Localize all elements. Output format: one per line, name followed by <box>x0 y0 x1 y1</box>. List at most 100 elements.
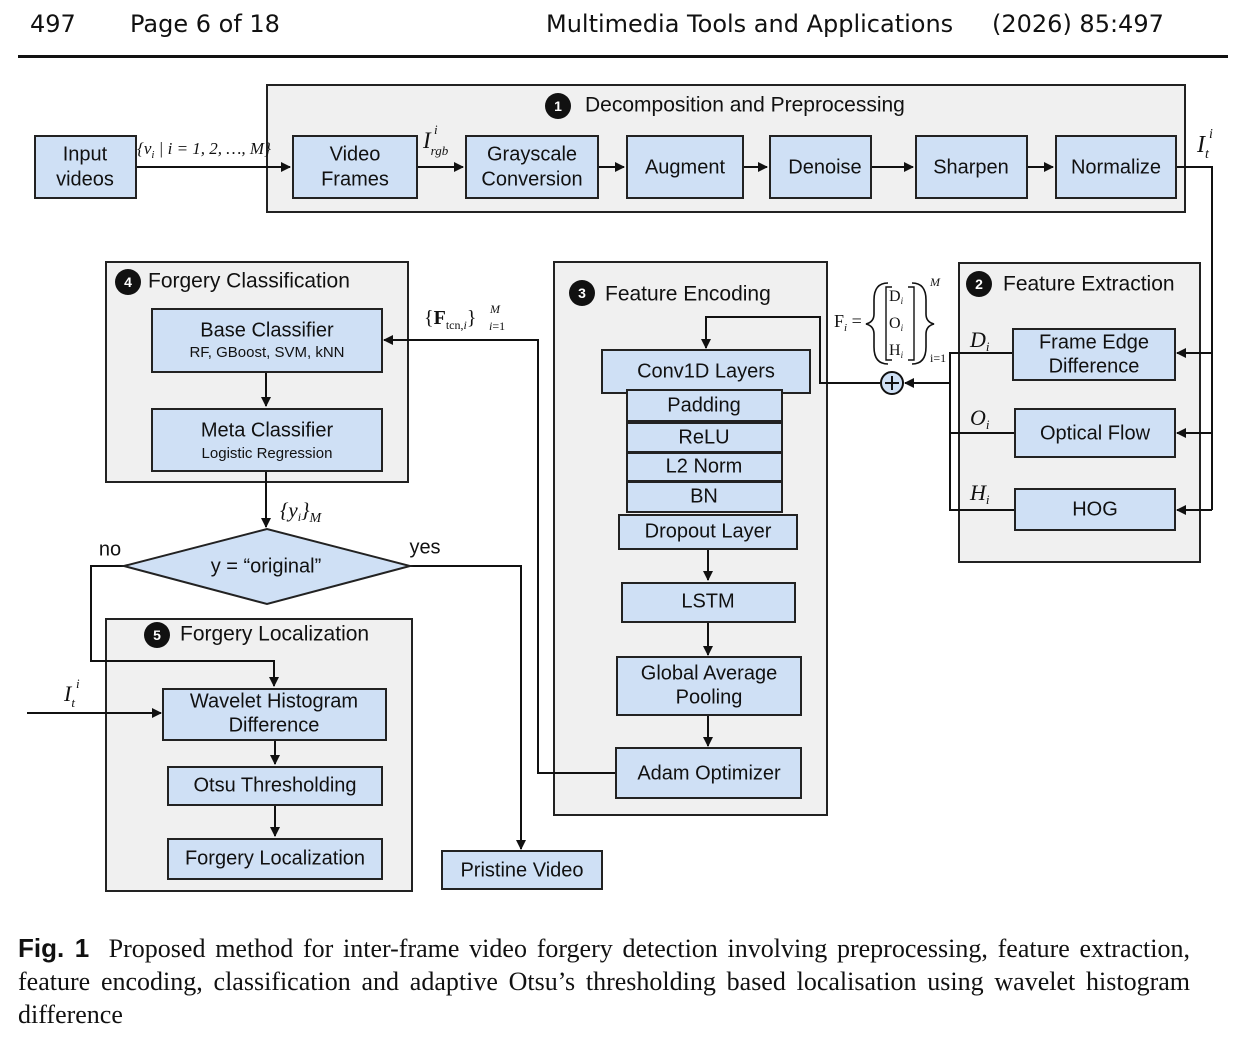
panel5-title: 5 Forgery Localization <box>144 622 369 648</box>
panel1-title-text: Decomposition and Preprocessing <box>585 94 905 117</box>
video-frames-line1: Video <box>330 143 381 165</box>
hog-label: HOG <box>1072 498 1118 520</box>
svg-text:M: M <box>929 275 941 289</box>
conv1d-box: Conv1D Layers <box>601 349 811 394</box>
it-label-left: It i <box>63 676 80 710</box>
badge-4 <box>115 269 141 295</box>
optical-flow-box: Optical Flow <box>1014 408 1176 458</box>
frame-edge-box: Frame Edge Difference <box>1012 328 1176 381</box>
connectors <box>27 162 1213 850</box>
augment-label: Augment <box>645 156 725 178</box>
input-videos-line1: Input <box>63 143 108 165</box>
badge-4-label: 4 <box>124 274 132 290</box>
relu-label: ReLU <box>678 426 729 448</box>
meta-classifier-box: Meta Classifier Logistic Regression <box>151 408 383 472</box>
padding-label: Padding <box>667 394 740 416</box>
denoise-label: Denoise <box>788 156 861 178</box>
svg-text:i=1: i=1 <box>489 319 505 333</box>
gap-line1: Global Average <box>641 662 777 684</box>
yi-label: {yi}M <box>280 498 322 526</box>
figure-caption: Fig. 1 Proposed method for inter-frame v… <box>18 932 1190 1031</box>
wavelet-line1: Wavelet Histogram <box>190 690 358 712</box>
badge-1 <box>545 93 571 119</box>
bn-box: BN <box>626 481 783 513</box>
frame-edge-line2: Difference <box>1049 355 1140 377</box>
localization-box: Forgery Localization <box>167 838 383 880</box>
wavelet-box: Wavelet Histogram Difference <box>162 688 387 741</box>
panel3-title-text: Feature Encoding <box>605 283 771 306</box>
base-classifier-label: Base Classifier <box>200 319 334 341</box>
relu-box: ReLU <box>626 422 783 453</box>
input-videos-line2: videos <box>56 168 114 190</box>
adam-box: Adam Optimizer <box>615 747 802 799</box>
gap-box: Global Average Pooling <box>616 656 802 716</box>
svg-text:Di: Di <box>889 288 904 306</box>
l2norm-label: L2 Norm <box>666 455 743 477</box>
pristine-video-box: Pristine Video <box>441 850 603 890</box>
panel3-title: 3 Feature Encoding <box>569 280 771 306</box>
header-rule <box>18 55 1228 58</box>
citation: (2026) 85:497 <box>992 10 1164 38</box>
decision-label: y = “original” <box>211 555 322 577</box>
bn-label: BN <box>690 485 718 507</box>
caption-label: Fig. 1 <box>18 933 90 963</box>
fi-formula: Fi = Di Oi Hi M i=1 <box>834 275 946 365</box>
normalize-label: Normalize <box>1071 156 1161 178</box>
page-number: 497 <box>30 10 76 38</box>
denoise-box: Denoise <box>769 135 872 199</box>
lstm-box: LSTM <box>621 582 796 623</box>
panel4-title-text: Forgery Classification <box>148 270 350 293</box>
sharpen-label: Sharpen <box>933 156 1009 178</box>
localization-label: Forgery Localization <box>185 847 365 869</box>
page-of-label: Page 6 of 18 <box>130 10 280 38</box>
it-label-top: It i <box>1196 127 1213 162</box>
d-label: Di <box>969 327 990 354</box>
adam-label: Adam Optimizer <box>637 762 781 784</box>
lstm-label: LSTM <box>681 590 734 612</box>
svg-text:Hi: Hi <box>889 342 904 360</box>
video-frames-box: Video Frames <box>292 135 418 199</box>
svg-text:i=1: i=1 <box>930 351 946 365</box>
decision-diamond: y = “original” <box>120 527 414 606</box>
dropout-label: Dropout Layer <box>645 520 772 542</box>
o-label: Oi <box>970 405 990 432</box>
svg-text:i: i <box>76 676 80 691</box>
dropout-box: Dropout Layer <box>618 514 798 550</box>
augment-box: Augment <box>626 135 744 199</box>
svg-text:{vi | i = 1, 2, …, M}: {vi | i = 1, 2, …, M} <box>137 139 271 161</box>
svg-text:Hi: Hi <box>969 480 990 507</box>
input-set-label: {vi | i = 1, 2, …, M} <box>137 139 271 161</box>
wavelet-line2: Difference <box>229 714 320 736</box>
journal-name: Multimedia Tools and Applications <box>546 10 954 38</box>
panel1-title: 1 Decomposition and Preprocessing <box>545 93 905 119</box>
l2norm-box: L2 Norm <box>626 452 783 482</box>
badge-5 <box>144 622 170 648</box>
otsu-box: Otsu Thresholding <box>167 766 383 806</box>
otsu-label: Otsu Thresholding <box>193 774 356 796</box>
badge-3-label: 3 <box>578 285 586 301</box>
grayscale-box: Grayscale Conversion <box>465 135 599 199</box>
grayscale-line1: Grayscale <box>487 143 577 165</box>
method-figure: 1 Decomposition and Preprocessing 2 Feat… <box>27 84 1213 892</box>
h-label: Hi <box>969 480 990 507</box>
svg-text:It: It <box>63 681 75 710</box>
panel4-title: 4 Forgery Classification <box>115 269 350 295</box>
optical-flow-label: Optical Flow <box>1040 422 1151 444</box>
svg-text:{yi}M: {yi}M <box>280 498 322 526</box>
base-classifier-box: Base Classifier RF, GBoost, SVM, kNN <box>151 308 383 373</box>
meta-classifier-sub: Logistic Regression <box>202 445 333 462</box>
frame-edge-line1: Frame Edge <box>1039 331 1149 353</box>
panel2-title: 2 Feature Extraction <box>966 271 1175 297</box>
svg-text:Fi =: Fi = <box>834 311 862 334</box>
normalize-box: Normalize <box>1055 135 1177 199</box>
video-frames-line2: Frames <box>321 168 389 190</box>
gap-line2: Pooling <box>676 686 743 708</box>
padding-box: Padding <box>626 389 783 422</box>
panel2-title-text: Feature Extraction <box>1003 273 1175 296</box>
badge-3 <box>569 280 595 306</box>
yes-label: yes <box>409 536 440 558</box>
meta-classifier-label: Meta Classifier <box>201 419 334 441</box>
svg-text:It: It <box>1196 132 1210 162</box>
svg-text:{Ftcn,i}: {Ftcn,i} <box>424 307 476 332</box>
pristine-video-label: Pristine Video <box>460 859 583 881</box>
